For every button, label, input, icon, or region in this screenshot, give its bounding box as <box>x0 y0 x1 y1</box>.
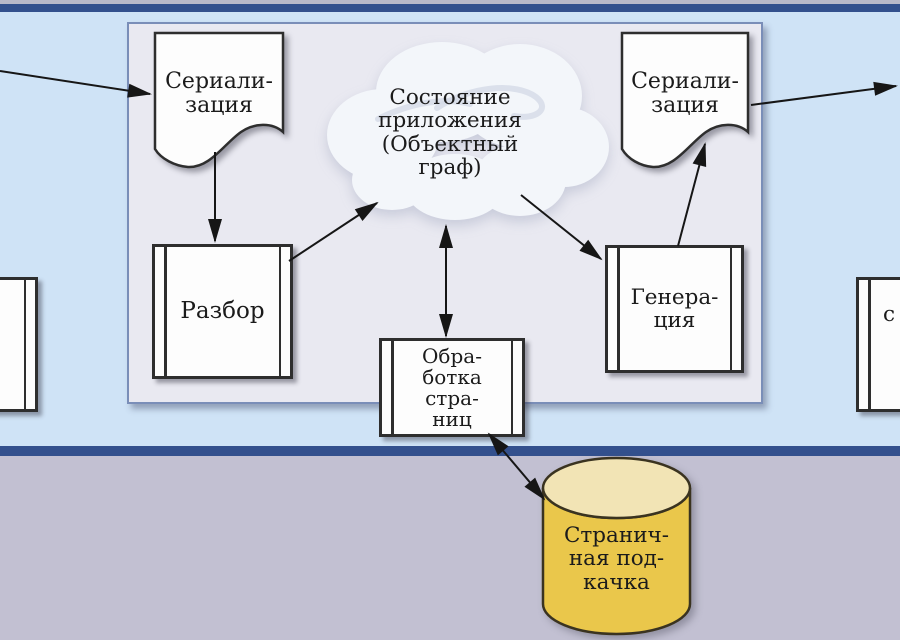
process-bar-icon <box>510 341 513 434</box>
edge-cloud-to-generate <box>520 194 603 261</box>
node-process-right-partial-label: с <box>882 302 896 327</box>
process-bar-icon <box>23 280 26 409</box>
node-paging-label: Странич- ная под- качка <box>563 523 670 595</box>
edge-page-paging <box>487 432 546 501</box>
edge-in-left <box>0 70 152 98</box>
outer-area-bottom <box>0 456 900 640</box>
node-generate: Генера- ция <box>605 245 744 373</box>
node-doc-left-shape <box>153 31 285 169</box>
system-boundary-bottom <box>0 446 900 456</box>
node-doc-right-label: Сериали- зация <box>631 69 739 118</box>
node-cloud-label: Состояние приложения (Объектный граф) <box>378 85 522 181</box>
cloud-swirl-icon <box>434 85 545 120</box>
node-generate-label: Генера- ция <box>630 284 719 333</box>
process-bar-icon <box>278 247 281 376</box>
system-boundary-top <box>0 4 900 12</box>
process-bar-icon <box>729 248 732 370</box>
node-doc-left-label: Сериали- зация <box>165 69 273 118</box>
outer-area-top <box>0 0 900 4</box>
process-bar-icon <box>391 341 394 434</box>
node-page-processing: Обра- ботка стра- ниц <box>379 338 525 437</box>
node-paging-cylinder <box>541 456 692 636</box>
edge-out-right <box>750 81 898 106</box>
node-parse: Разбор <box>152 244 293 379</box>
process-bar-icon <box>868 280 871 409</box>
cloud-swirl-icon <box>375 98 473 122</box>
process-bar-icon <box>164 247 167 376</box>
process-bar-icon <box>617 248 620 370</box>
node-doc-right-shape <box>620 31 750 169</box>
edge-generate-to-doc-right <box>677 142 707 247</box>
node-parse-label: Разбор <box>180 297 265 324</box>
node-page-processing-label: Обра- ботка стра- ниц <box>422 343 482 431</box>
node-process-left-partial <box>0 277 38 412</box>
cloud-shape <box>327 42 609 220</box>
edge-parse-to-cloud <box>288 201 379 262</box>
node-process-right-partial <box>856 277 900 412</box>
